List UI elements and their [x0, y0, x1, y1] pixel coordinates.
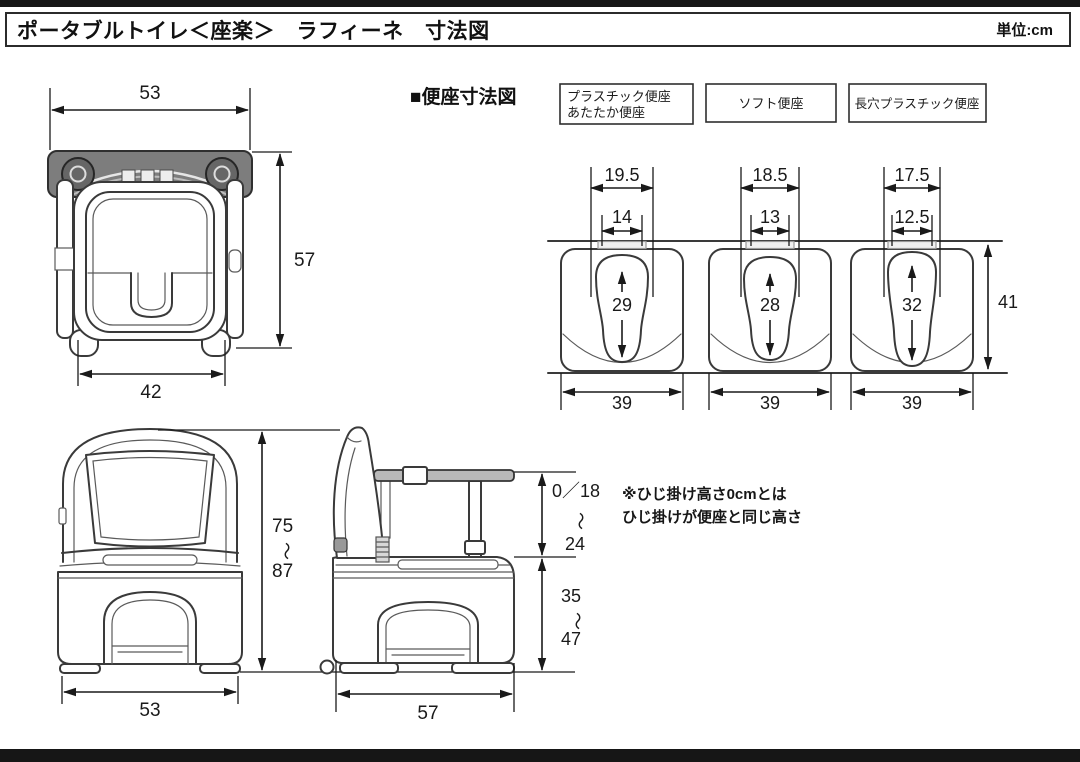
side-view: 0／18 ～ 24 35 ～ 47 57 [240, 426, 600, 724]
lid-inner-width-dim: 14 [612, 207, 632, 227]
front-view-body [57, 571, 243, 665]
seat-width-dim: 39 [612, 393, 632, 413]
bottom-black-bar [0, 749, 1080, 762]
armrest-height-min-dim: 0／18 [552, 481, 600, 501]
front-view-backrest-frame [62, 428, 238, 563]
seat-height-min-dim: 35 [561, 586, 581, 606]
hole-length-dim: 32 [902, 295, 922, 315]
side-view-opening [377, 601, 479, 664]
seat-width-dim: 39 [760, 393, 780, 413]
front-view-width-dim: 53 [139, 700, 160, 721]
front-view-height-max-dim: 87 [272, 561, 293, 582]
lid-outer-width-dim: 19.5 [604, 165, 639, 185]
seat-diagram-long-hole: 17.5 12.5 32 39 [850, 165, 974, 413]
seat-hole [595, 254, 649, 363]
seat-type-box-long-hole: 長穴プラスチック便座 [848, 83, 987, 123]
title-bar: ポータブルトイレ＜座楽＞ ラフィーネ 寸法図 単位:cm [5, 12, 1071, 47]
seat-section: ■便座寸法図 プラスチック便座 あたたか便座 ソフト便座 長穴プラスチック便座 … [410, 83, 1018, 413]
seat-type-label: あたたか便座 [567, 105, 645, 120]
top-view-seat-body [73, 181, 227, 341]
seat-type-label: プラスチック便座 [567, 89, 671, 104]
top-view-splash-guard [130, 272, 173, 318]
lid-inner-width-dim: 12.5 [894, 207, 929, 227]
seat-height-max-dim: 47 [561, 629, 581, 649]
lid-outer-width-dim: 18.5 [752, 165, 787, 185]
side-view-caster [319, 659, 335, 675]
seat-section-heading: ■便座寸法図 [410, 85, 516, 108]
note: ※ひじ掛け高さ0cmとは ひじ掛けが便座と同じ高さ [622, 485, 802, 526]
hole-length-dim: 29 [612, 295, 632, 315]
seat-type-box-plastic: プラスチック便座 あたたか便座 [559, 83, 694, 125]
front-view-height-min-dim: 75 [272, 516, 293, 537]
seat-hole [887, 251, 937, 367]
seat-diagram-plastic: 19.5 14 29 39 [560, 165, 684, 413]
seat-hole [743, 256, 797, 361]
side-view-foot-left [339, 662, 399, 674]
note-line-1: ※ひじ掛け高さ0cmとは [622, 485, 787, 503]
seat-height-wave: ～ [567, 612, 587, 630]
seat-type-label: 長穴プラスチック便座 [855, 96, 980, 111]
hole-length-dim: 28 [760, 295, 780, 315]
seat-type-label: ソフト便座 [738, 96, 803, 111]
seat-diagram-soft: 18.5 13 28 39 [708, 165, 832, 413]
front-view-opening [103, 591, 197, 665]
side-view-foot-right [451, 662, 515, 674]
front-view-height-wave: ～ [276, 542, 296, 560]
lid-outer-width-dim: 17.5 [894, 165, 929, 185]
top-view-lock-tab [228, 249, 242, 273]
side-view-backrest [332, 426, 385, 559]
front-view-foot-left [59, 663, 101, 674]
side-view-armrest-table [373, 469, 515, 482]
page-title: ポータブルトイレ＜座楽＞ ラフィーネ 寸法図 [17, 19, 490, 43]
side-view-height-rack [375, 536, 390, 563]
front-view-foot-right [199, 663, 241, 674]
unit-label: 単位:cm [996, 22, 1053, 39]
top-view-inner-width-dim: 42 [140, 382, 161, 403]
lid-inner-width-dim: 13 [760, 207, 780, 227]
top-view-depth-dim: 57 [294, 250, 315, 271]
front-view-backrest-panel [85, 450, 215, 548]
seat-type-box-soft: ソフト便座 [705, 83, 837, 123]
side-view-depth-dim: 57 [417, 703, 438, 724]
front-view: 75 ～ 87 53 [57, 428, 340, 721]
top-view: 53 57 42 [47, 83, 315, 403]
seat-width-dim: 39 [902, 393, 922, 413]
note-line-2: ひじ掛けが便座と同じ高さ [622, 508, 802, 526]
armrest-height-wave: ～ [570, 512, 590, 530]
top-view-width-dim: 53 [139, 83, 160, 104]
armrest-height-max-dim: 24 [565, 534, 585, 554]
seat-overall-depth-dim: 41 [998, 292, 1018, 312]
top-black-bar [0, 0, 1080, 7]
